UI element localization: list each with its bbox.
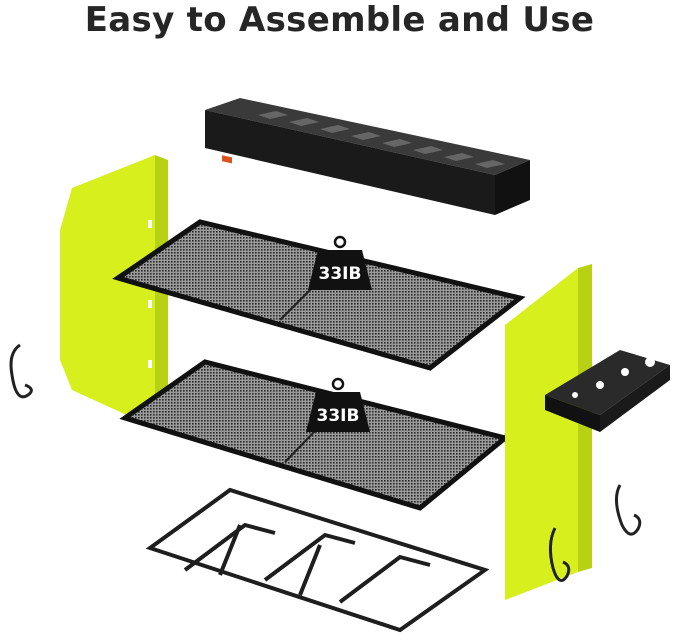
tool-holder <box>545 350 670 432</box>
weight-label: 33IB <box>317 406 360 426</box>
weight-label: 33IB <box>319 264 362 284</box>
outlet-icon <box>475 160 505 168</box>
page-title: Easy to Assemble and Use <box>84 0 595 40</box>
weight-badge: 33IB <box>306 377 370 432</box>
outlet-icon <box>382 139 412 147</box>
middle-shelf: 33IB <box>119 359 511 511</box>
outlet-icon <box>289 118 319 126</box>
s-hook-icon <box>9 343 33 399</box>
outlet-icon <box>320 125 350 133</box>
top-shelf: 33IB <box>112 219 526 371</box>
left-side-panel <box>60 155 168 432</box>
outlet-icon <box>444 153 474 161</box>
outlet-icon <box>413 146 443 154</box>
weight-badge: 33IB <box>308 235 372 290</box>
power-switch-icon <box>222 155 232 164</box>
outlets <box>258 111 505 168</box>
power-strip <box>205 98 530 215</box>
s-hook-icon <box>615 484 642 536</box>
bottom-rack <box>145 487 490 633</box>
outlet-icon <box>258 111 288 119</box>
outlet-icon <box>351 132 381 140</box>
s-hook-icon <box>548 527 571 582</box>
right-side-panel <box>505 264 592 600</box>
